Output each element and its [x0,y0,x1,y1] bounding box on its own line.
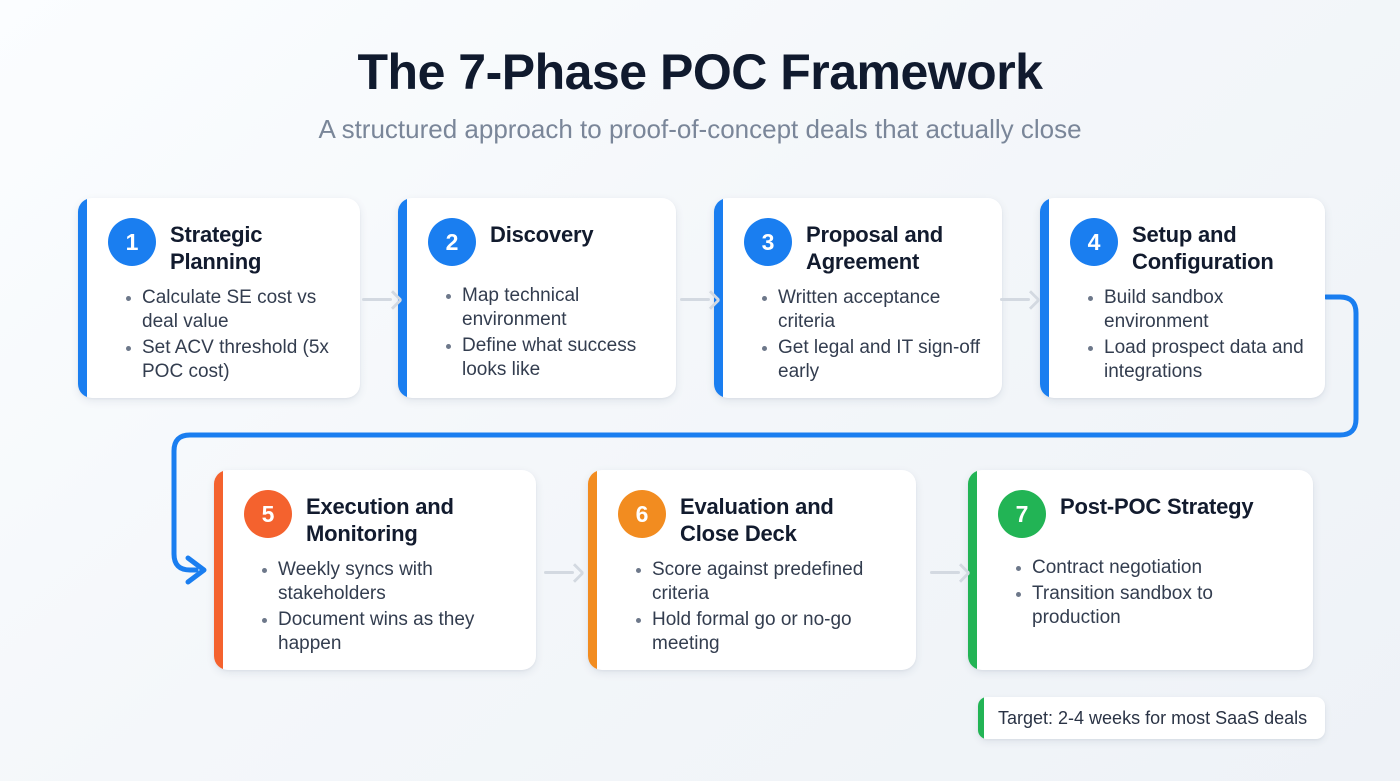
target-duration-text: Target: 2-4 weeks for most SaaS deals [998,708,1308,728]
phase-bullet-list: Calculate SE cost vs deal value Set ACV … [108,286,342,385]
target-duration-note: Target: 2-4 weeks for most SaaS deals [978,697,1326,739]
spacer [536,470,588,471]
phase-number-badge: 6 [618,490,666,538]
phase-card-header: 1 Strategic Planning [108,218,342,276]
list-item: Define what success looks like [446,334,658,382]
phase-bullet-list: Map technical environment Define what su… [428,284,658,383]
phase-card-header: 7 Post-POC Strategy [998,490,1295,546]
phase-bullet-list: Weekly syncs with stakeholders Document … [244,558,518,657]
arrow-right-icon-2-to-3 [680,289,721,310]
phase-number-badge: 4 [1070,218,1118,266]
phase-card-2[interactable]: 2 Discovery Map technical environment De… [398,198,676,398]
phase-row-bottom: 5 Execution and Monitoring Weekly syncs … [214,470,1313,670]
phase-bullet-list: Contract negotiation Transition sandbox … [998,556,1295,630]
phase-number-badge: 7 [998,490,1046,538]
phase-number-badge: 3 [744,218,792,266]
phase-card-header: 4 Setup and Configuration [1070,218,1307,276]
phase-card-7[interactable]: 7 Post-POC Strategy Contract negotiation… [968,470,1313,670]
phase-bullet-list: Written acceptance criteria Get legal an… [744,286,984,385]
spacer [360,198,398,199]
arrow-right-icon-3-to-4 [1000,289,1041,310]
phase-title: Evaluation and Close Deck [680,494,834,546]
phase-card-header: 3 Proposal and Agreement [744,218,984,276]
phase-card-header: 5 Execution and Monitoring [244,490,518,548]
page-subtitle: A structured approach to proof-of-concep… [318,114,1082,144]
list-item: Map technical environment [446,284,658,332]
page-title: The 7-Phase POC Framework [357,44,1043,100]
spacer [1002,198,1040,199]
list-item: Written acceptance criteria [762,286,984,334]
list-item: Contract negotiation [1016,556,1295,580]
list-item: Hold formal go or no-go meeting [636,608,898,656]
phase-title: Post-POC Strategy [1060,494,1254,519]
arrow-right-icon-6-to-7 [930,562,971,583]
list-item: Score against predefined criteria [636,558,898,606]
phase-card-1[interactable]: 1 Strategic Planning Calculate SE cost v… [78,198,360,398]
list-item: Weekly syncs with stakeholders [262,558,518,606]
arrow-right-icon-5-to-6 [544,562,585,583]
phase-card-5[interactable]: 5 Execution and Monitoring Weekly syncs … [214,470,536,670]
phase-title: Execution and Monitoring [306,494,454,546]
spacer [676,198,714,199]
phase-card-6[interactable]: 6 Evaluation and Close Deck Score agains… [588,470,916,670]
list-item: Calculate SE cost vs deal value [126,286,342,334]
phase-bullet-list: Score against predefined criteria Hold f… [618,558,898,657]
header: The 7-Phase POC Framework A structured a… [0,0,1400,145]
phase-card-3[interactable]: 3 Proposal and Agreement Written accepta… [714,198,1002,398]
phase-title: Strategic Planning [170,222,263,274]
list-item: Document wins as they happen [262,608,518,656]
list-item: Set ACV threshold (5x POC cost) [126,336,342,384]
phase-card-header: 6 Evaluation and Close Deck [618,490,898,548]
arrow-right-icon-1-to-2 [362,289,403,310]
phase-number-badge: 1 [108,218,156,266]
phase-title: Discovery [490,222,594,247]
phase-title: Setup and Configuration [1132,222,1274,274]
phase-card-4[interactable]: 4 Setup and Configuration Build sandbox … [1040,198,1325,398]
phase-title: Proposal and Agreement [806,222,943,274]
phase-row-top: 1 Strategic Planning Calculate SE cost v… [78,198,1325,398]
phase-card-header: 2 Discovery [428,218,658,274]
phase-bullet-list: Build sandbox environment Load prospect … [1070,286,1307,385]
list-item: Transition sandbox to production [1016,582,1295,630]
phase-number-badge: 2 [428,218,476,266]
list-item: Get legal and IT sign-off early [762,336,984,384]
list-item: Build sandbox environment [1088,286,1307,334]
list-item: Load prospect data and integrations [1088,336,1307,384]
phase-number-badge: 5 [244,490,292,538]
spacer [916,470,968,471]
